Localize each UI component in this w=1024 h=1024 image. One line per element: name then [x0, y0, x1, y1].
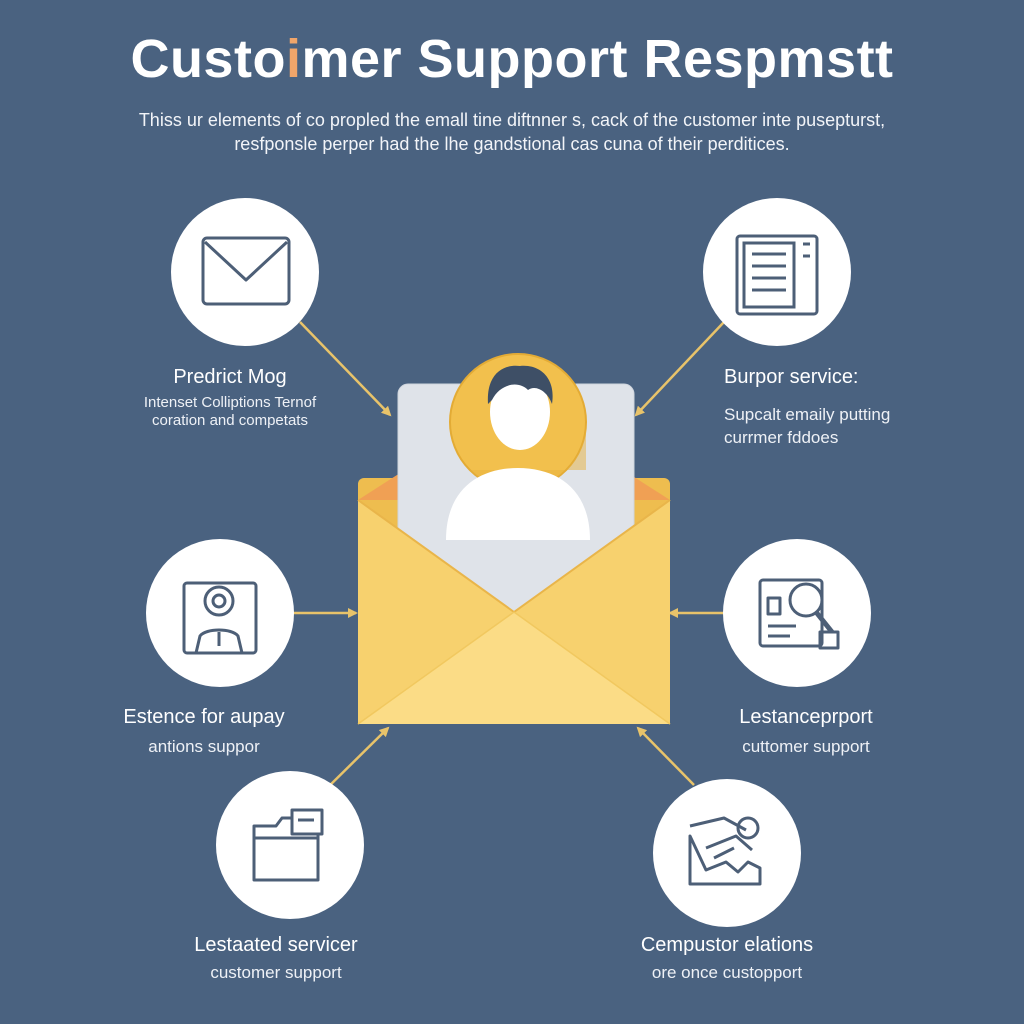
document-icon	[735, 234, 819, 316]
label-sub: cuttomer support	[742, 737, 870, 756]
label-sub: ore once custopport	[651, 963, 803, 982]
search-document-icon	[758, 578, 840, 650]
subtitle-line-2: resfponsle perper had the lhe gandstiona…	[234, 134, 790, 154]
label-sub: customer support	[210, 963, 342, 982]
folder-icon	[252, 808, 324, 882]
profile-card-icon	[182, 581, 258, 655]
node-profile	[146, 539, 294, 687]
label-sub: currmer fddoes	[724, 428, 839, 447]
central-envelope	[357, 353, 671, 725]
label-heading: Predrict Mog	[173, 366, 287, 388]
node-mail	[171, 198, 319, 346]
node-document	[703, 198, 851, 346]
page-title: Custoimer Support Respmstt	[130, 29, 894, 89]
label-heading: Estence for aupay	[123, 706, 285, 728]
label-handshake: Cempustor elations ore once custopport	[577, 932, 877, 984]
node-search	[723, 539, 871, 687]
node-handshake	[653, 779, 801, 927]
label-folder: Lestaated servicer customer support	[126, 932, 426, 984]
node-folder	[216, 771, 364, 919]
avatar-icon	[446, 353, 590, 540]
page-subtitle: Thiss ur elements of co propled the emal…	[100, 108, 924, 156]
label-sub: Supcalt emaily putting	[724, 405, 891, 424]
label-heading: Cempustor elations	[640, 934, 814, 956]
mail-icon	[201, 236, 291, 306]
label-document: Burpor service: Supcalt emaily putting c…	[724, 364, 1024, 448]
arrow-mail	[299, 321, 392, 417]
arrow-document	[634, 321, 725, 417]
label-sub: coration and competats	[152, 412, 308, 429]
label-profile: Estence for aupay antions suppor	[54, 704, 354, 758]
label-mail: Predrict Mog Intenset Colliptions Ternof…	[80, 364, 380, 430]
label-heading: Lestaated servicer	[194, 934, 358, 956]
label-sub: antions suppor	[148, 737, 260, 756]
label-sub: Intenset Colliptions Ternof	[143, 394, 317, 411]
handshake-icon	[688, 816, 762, 886]
label-heading: Lestanceprport	[739, 706, 873, 728]
label-search: Lestanceprport cuttomer support	[656, 704, 956, 758]
subtitle-line-1: Thiss ur elements of co propled the emal…	[138, 110, 886, 130]
arrow-handshake	[636, 726, 695, 786]
title-accent: i	[285, 29, 302, 89]
label-heading: Burpor service:	[724, 366, 859, 388]
